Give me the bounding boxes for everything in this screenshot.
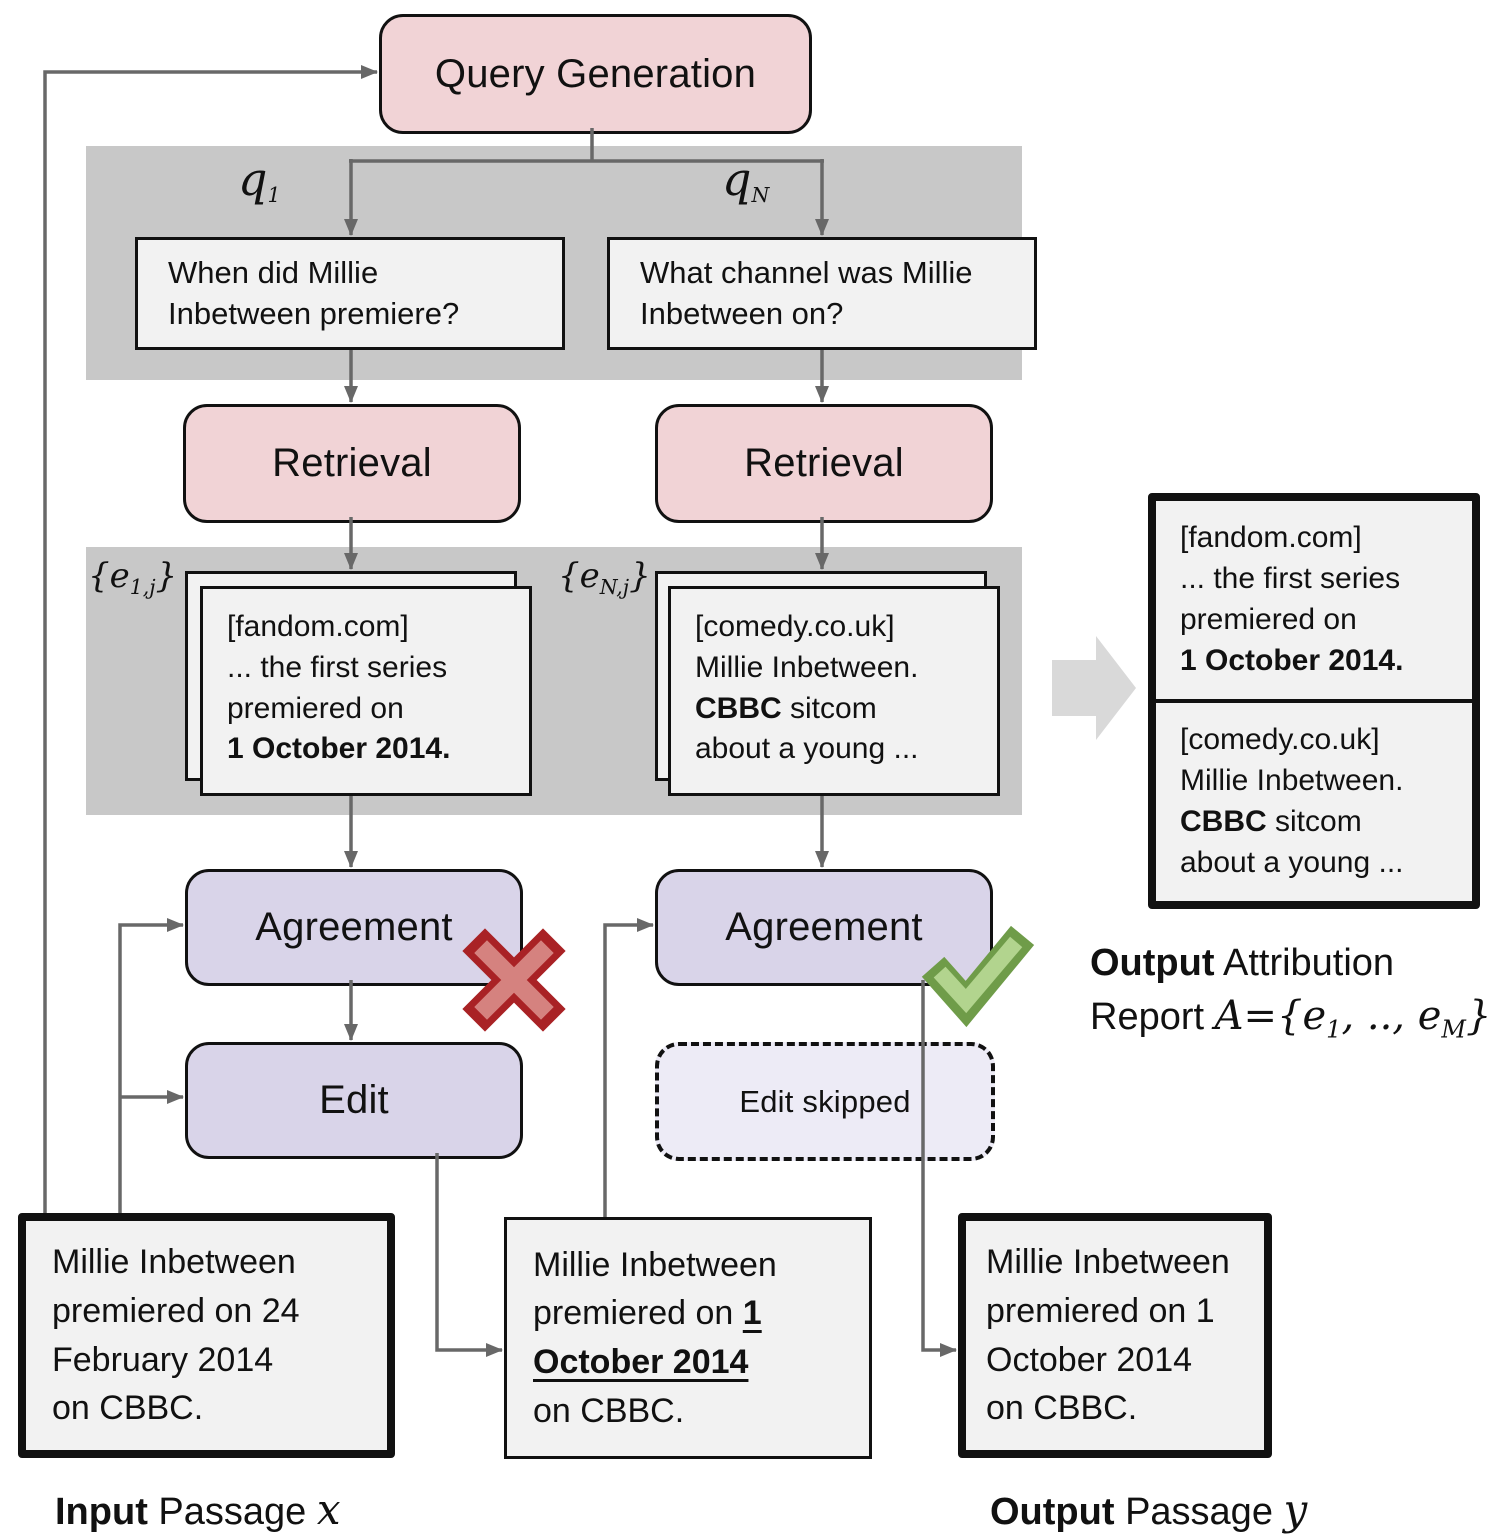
attribution-report-label: Output Attribution Report A={e1, .., eM} [1090,942,1492,1044]
query-1-line1: When did Millie [168,254,379,290]
edited-passage-box: Millie Inbetween premiered on 1 October … [504,1217,872,1459]
edit-skipped-node: Edit skipped [655,1042,995,1161]
query-generation-node: Query Generation [379,14,812,134]
evidence-comedy-source: [comedy.co.uk] [695,610,895,643]
report-arrow-icon [1052,636,1136,740]
attribution-evidence-comedy: [comedy.co.uk] Millie Inbetween. CBBC si… [1180,723,1404,879]
query-2-line1: What channel was Millie [640,254,973,290]
evidence-fandom-source: [fandom.com] [227,610,409,643]
evidence-card-comedy: [comedy.co.uk] Millie Inbetween. CBBC si… [668,586,1000,796]
arrow-edit-to-edited-passage [435,1153,503,1357]
input-passage-label: Input Passage x [55,1485,341,1534]
query-1-line2: Inbetween premiere? [168,295,460,331]
evidence-card-fandom: [fandom.com] ... the first series premie… [200,586,532,796]
arrow-input-to-agreement1 [118,918,184,1213]
input-passage-box: Millie Inbetween premiered on 24 Februar… [18,1213,395,1458]
arrow-agreement2-to-output [921,980,957,1357]
agreement-node-1: Agreement [185,869,523,986]
edit-node: Edit [185,1042,523,1159]
query-generation-label: Query Generation [434,51,757,96]
agreement-node-2: Agreement [655,869,993,986]
attribution-evidence-fandom: [fandom.com] ... the first series premie… [1156,501,1472,703]
arrow-edited-passage-to-agreement2 [603,918,654,1217]
retrieval-node-1: Retrieval [183,404,521,523]
output-passage-label: Output Passage y [990,1485,1308,1534]
label-e1j: {e1,j} [88,556,178,600]
label-qn: qN [722,152,770,208]
label-q1: q1 [238,152,281,208]
query-2-line2: Inbetween on? [640,295,844,331]
query-box-1: When did Millie Inbetween premiere? [135,237,565,350]
attribution-report-box: [fandom.com] ... the first series premie… [1148,493,1480,909]
output-passage-box: Millie Inbetween premiered on 1 October … [958,1213,1272,1458]
label-enj: {eN,j} [558,556,651,600]
retrieval-node-2: Retrieval [655,404,993,523]
query-box-2: What channel was Millie Inbetween on? [607,237,1037,350]
